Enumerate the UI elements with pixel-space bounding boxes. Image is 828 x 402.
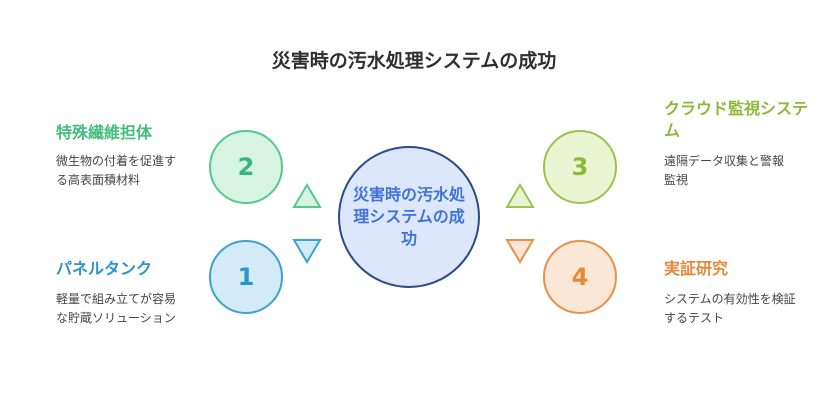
item-2-heading: 特殊繊維担体 [56,123,153,142]
center-label: 災害時の汚水処理システムの成功 [352,185,465,248]
item-2-number: 2 [237,153,255,181]
item-1-number-circle: 1 [209,240,283,314]
center-circle: 災害時の汚水処理システムの成功 [338,146,480,288]
item-3-number: 3 [571,153,589,181]
item-1-number: 1 [237,263,255,291]
item-4-number: 4 [571,263,589,291]
down-triangle-icon [292,239,322,264]
item-2-number-circle: 2 [209,130,283,204]
item-4-number-circle: 4 [543,240,617,314]
item-1-heading: パネルタンク [56,259,153,278]
up-triangle-icon [505,183,535,208]
diagram-title: 災害時の汚水処理システムの成功 [271,50,557,72]
item-3-number-circle: 3 [543,130,617,204]
item-3-description: 遠隔データ収集と警報監視 [664,154,785,187]
down-triangle-icon [505,239,535,264]
item-4-description: システムの有効性を検証するテスト [664,292,796,325]
up-triangle-icon [292,183,322,208]
item-4-heading: 実証研究 [664,259,729,278]
item-3-heading: クラウド監視システム [664,99,809,140]
item-1-description: 軽量で組み立てが容易な貯蔵ソリューション [56,292,177,325]
item-2-description: 微生物の付着を促進する高表面積材料 [56,154,177,187]
